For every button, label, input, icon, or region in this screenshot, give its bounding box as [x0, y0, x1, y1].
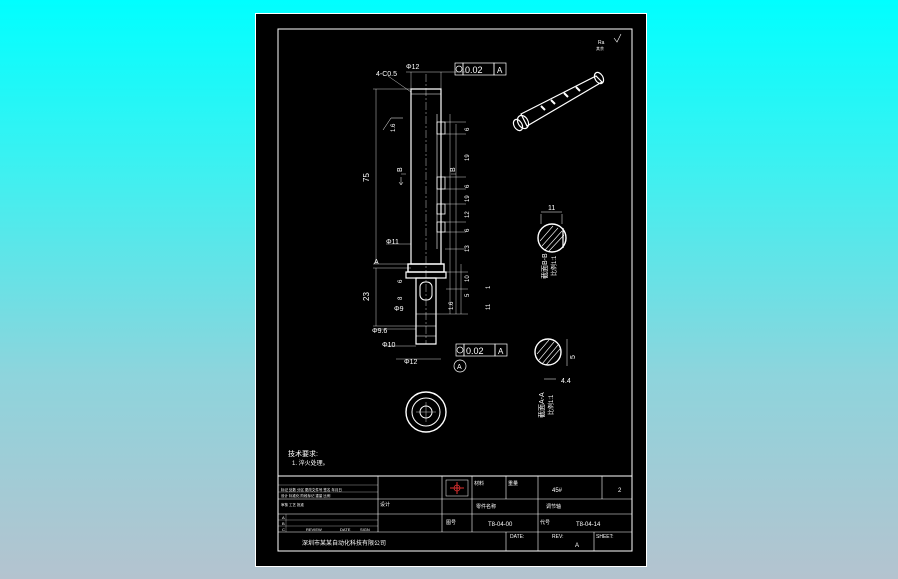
- date-label: DATE:: [510, 534, 524, 540]
- drawing-no-label: 图号: [446, 520, 456, 526]
- dim-5: 5: [465, 293, 471, 297]
- rev-label: REV:: [552, 534, 563, 540]
- datum-bubble: [453, 359, 467, 373]
- company-name: 深圳市某某自动化科技有限公司: [302, 539, 386, 547]
- dim-6: 6: [398, 279, 404, 283]
- section-a-mark: A: [374, 259, 379, 266]
- cad-drawing-viewport[interactable]: Ra 其余: [255, 13, 647, 567]
- dim-top-datum: A: [497, 66, 503, 75]
- section-arrow-left-icon: [398, 177, 404, 186]
- review-label: REVIEW: [306, 527, 322, 532]
- title-block: 标记 处数 分区 更改文件号 签名 年月日 设计 标准化 阶段标记 重量 比例 …: [277, 475, 633, 552]
- roughness-left-icon: [382, 117, 403, 131]
- scale-value: 2: [618, 488, 622, 494]
- section-b-b: 11 截面B-B 比例1:1: [537, 205, 567, 279]
- dim-dia-9-6: Φ9.6: [372, 328, 387, 335]
- code-value: T8-04-14: [576, 522, 601, 528]
- section-aa-height: 5: [570, 355, 577, 359]
- dim-11: 11: [486, 303, 492, 310]
- notes-heading: 技术要求:: [288, 449, 318, 458]
- section-bb-circle: [537, 223, 567, 253]
- section-aa-hatch: [536, 339, 561, 366]
- dim-roughness-left: 1.6: [391, 123, 397, 132]
- dim-slot-13: 13: [465, 245, 471, 252]
- sheet-label: SHEET:: [596, 534, 614, 540]
- dim-8: 8: [398, 296, 404, 300]
- drawing-no-value: T8-04-00: [488, 522, 513, 528]
- dim-slot-6b: 6: [465, 184, 471, 188]
- dim-dia-11: Φ11: [386, 239, 399, 246]
- section-bb-hatch: [539, 225, 565, 252]
- rev-row-2: 设计 标准化 阶段标记 重量 比例: [281, 493, 331, 498]
- section-aa-circle: [534, 338, 562, 366]
- rev-row-3: 审核 工艺 批准: [281, 502, 304, 507]
- dim-slot-6c: 6: [465, 228, 471, 232]
- dim-slot-6a: 6: [465, 127, 471, 131]
- dim-roughness-lower: 1.6: [449, 301, 455, 310]
- code-label: 代号: [540, 519, 550, 526]
- dimension-labels: 4-C0.5 Φ12 0.02 A 1.6 75 B B 6 19 6 19 1…: [362, 62, 508, 373]
- dim-bottom-datum: A: [498, 347, 504, 356]
- date-label-small: DATE: [340, 527, 351, 532]
- section-a-a: 5 4.4 截面A-A 比例1:1: [534, 338, 577, 418]
- section-aa-title: 截面A-A: [537, 392, 546, 418]
- concentricity-bottom-icon: [456, 346, 464, 354]
- section-b-mark-right: B: [450, 167, 457, 172]
- roughness-symbol-icon: [613, 33, 622, 43]
- section-bb-title: 截面B-B: [540, 253, 549, 279]
- concentricity-icon: [455, 65, 463, 73]
- shaft-end-view: [405, 391, 447, 433]
- section-aa-width: 4.4: [561, 378, 571, 385]
- dim-slot-19b: 19: [465, 195, 471, 202]
- dim-len-23: 23: [362, 292, 371, 301]
- dim-bottom-dia: Φ12: [404, 359, 417, 366]
- part-value: 调节轴: [546, 503, 561, 510]
- dim-10: 10: [465, 275, 471, 282]
- datum-bubble-label: A: [457, 364, 462, 371]
- shaft-stub: [415, 277, 437, 345]
- dim-bottom-tolerance: 0.02: [466, 346, 484, 356]
- section-bb-scale: 比例1:1: [550, 255, 558, 276]
- datum-box-bottom: [494, 343, 508, 357]
- cad-drawing: Ra 其余: [277, 28, 633, 552]
- corner-note-line2: 其余: [596, 45, 604, 51]
- section-aa-scale: 比例1:1: [547, 394, 555, 415]
- sign-label-small: SIGN: [360, 527, 370, 532]
- rev-row-c: C: [282, 527, 285, 532]
- dim-dia-9: Φ9: [394, 306, 404, 313]
- datum-box-top: [493, 62, 507, 76]
- corner-note-line1: Ra: [598, 40, 605, 46]
- dimension-lines: [373, 71, 468, 360]
- stub-hole: [419, 281, 433, 301]
- dim-overall-length: 75: [362, 173, 371, 182]
- dim-top-tolerance: 0.02: [465, 65, 483, 75]
- material-label: 材料: [474, 480, 484, 487]
- frame-logo-icon: [445, 479, 469, 497]
- rev-row-a: A: [282, 515, 285, 520]
- section-bb-width: 11: [548, 205, 555, 212]
- dim-1: 1: [486, 285, 492, 289]
- drawing-frame: [277, 28, 633, 552]
- dim-slot-19a: 19: [465, 154, 471, 161]
- weight-value: 45#: [552, 488, 563, 494]
- dim-top-dia: Φ12: [406, 64, 419, 71]
- dim-dia-10: Φ10: [382, 342, 395, 349]
- technical-notes: 技术要求: 1. 淬火处理。: [288, 449, 329, 467]
- dim-slot-12: 12: [465, 211, 471, 218]
- section-b-mark-left: B: [397, 167, 404, 172]
- rev-row-1: 标记 处数 分区 更改文件号 签名 年月日: [281, 487, 342, 492]
- design-label: 设计: [380, 501, 390, 508]
- shaft-main-view: [405, 74, 447, 345]
- shaft-isometric-view: [512, 71, 605, 132]
- dim-chamfer: 4-C0.5: [376, 71, 397, 78]
- rev-row-b: B: [282, 521, 285, 526]
- weight-label: 重量: [508, 480, 518, 487]
- notes-item-1: 1. 淬火处理。: [292, 459, 329, 467]
- corner-roughness-note: Ra 其余: [596, 33, 622, 51]
- rev-value: A: [575, 543, 579, 549]
- part-label: 零件名称: [476, 503, 496, 510]
